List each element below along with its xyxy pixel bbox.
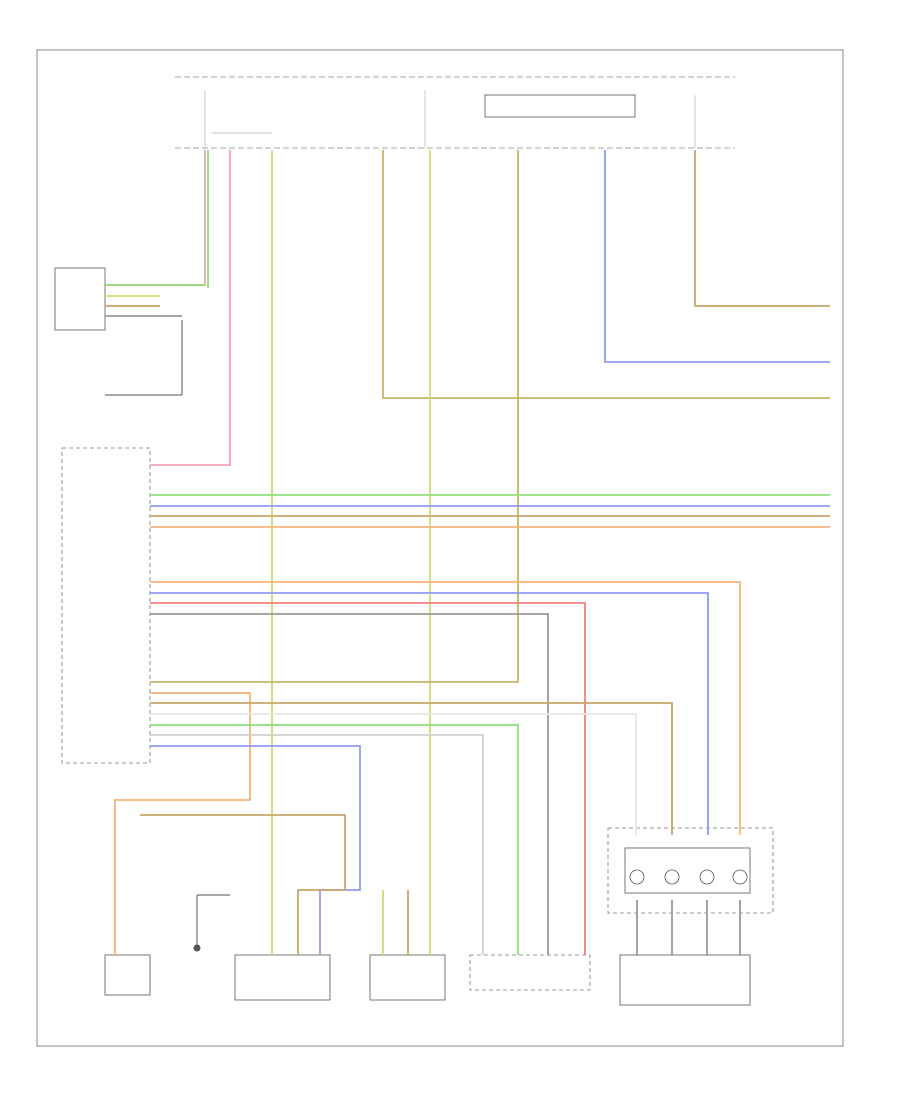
wire-tan: [140, 814, 346, 955]
wire-olive: [382, 150, 830, 399]
passenger-airbag-module: [469, 954, 591, 991]
wire-lightgray: [150, 734, 484, 955]
srs-sensor-module: [104, 954, 151, 996]
ground-symbol: [193, 894, 230, 952]
fuse-box: [175, 76, 735, 149]
wire-blue: [150, 745, 361, 955]
side-impact-sensor: [624, 847, 751, 894]
wire-gray: [150, 613, 549, 955]
wire-tan: [694, 150, 830, 307]
wire-orange: [150, 581, 741, 835]
wire-orange: [114, 692, 251, 955]
connector-circles: [629, 869, 748, 885]
wire-pink: [150, 150, 231, 466]
srs-control-module: [61, 447, 151, 764]
wire-green: [150, 724, 519, 955]
diagram-frame: [36, 49, 844, 1047]
wire-red: [150, 602, 586, 955]
wire-blue: [150, 592, 709, 835]
wire-pink: [105, 150, 206, 286]
passenger-occupant-sensor: [54, 267, 106, 331]
wire-olive: [150, 150, 519, 683]
tell-tale-lamp: [234, 954, 331, 1001]
wire-white: [150, 713, 637, 835]
wires: [105, 150, 830, 955]
driver-airbag-module: [619, 954, 751, 1006]
wire-blue: [604, 150, 830, 363]
wire-tan: [150, 702, 673, 835]
clock-spring: [607, 827, 774, 914]
clock: [369, 954, 446, 1001]
